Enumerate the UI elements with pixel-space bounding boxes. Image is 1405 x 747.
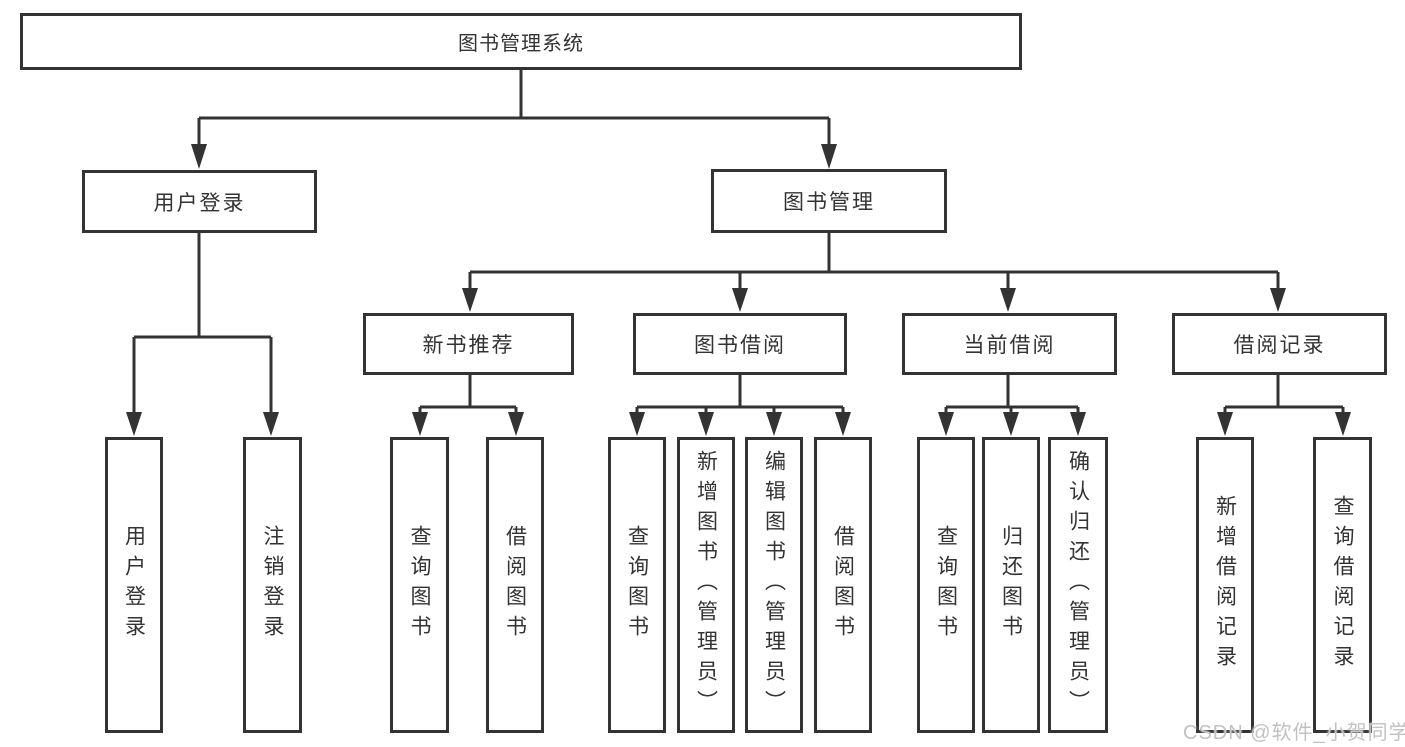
node-current-borrow: 当前借阅	[902, 313, 1117, 375]
node-borrow-records-label: 借阅记录	[1233, 334, 1326, 357]
node-root: 图书管理系统	[20, 13, 1022, 70]
leaf-return-books-label: 归还图书	[999, 525, 1023, 645]
node-current-borrow-label: 当前借阅	[963, 334, 1056, 357]
node-new-book-recommend: 新书推荐	[363, 313, 574, 375]
leaf-borrow-books-recommend-label: 借阅图书	[503, 525, 527, 645]
leaf-query-books-borrow-label: 查询图书	[625, 525, 649, 645]
watermark: CSDN @软件_小贺同学	[1183, 722, 1405, 744]
node-user-login: 用户登录	[82, 170, 317, 233]
leaf-query-books-recommend-label: 查询图书	[408, 525, 431, 645]
leaf-borrow-books-recommend: 借阅图书	[486, 437, 544, 733]
leaf-user-login-label: 用户登录	[122, 525, 146, 645]
node-borrow-records: 借阅记录	[1172, 313, 1387, 375]
leaf-confirm-return-admin: 确认归还（管理员）	[1048, 437, 1108, 733]
arrowheads	[126, 144, 1351, 436]
leaf-query-books-current-label: 查询图书	[934, 525, 958, 645]
node-new-book-recommend-label: 新书推荐	[422, 334, 515, 357]
leaf-query-books-recommend: 查询图书	[390, 437, 449, 733]
leaf-add-book-admin-label: 新增图书（管理员）	[694, 450, 718, 720]
leaf-logout-label: 注销登录	[261, 525, 284, 645]
leaf-query-books-borrow: 查询图书	[608, 437, 666, 733]
leaf-add-book-admin: 新增图书（管理员）	[677, 437, 735, 733]
leaf-edit-book-admin-label: 编辑图书（管理员）	[762, 450, 786, 720]
node-root-label: 图书管理系统	[458, 33, 584, 55]
leaf-add-borrow-record-label: 新增借阅记录	[1213, 495, 1237, 675]
leaf-query-borrow-record-label: 查询借阅记录	[1331, 495, 1354, 675]
node-user-login-label: 用户登录	[153, 191, 246, 215]
node-book-borrow-label: 图书借阅	[694, 334, 786, 357]
leaf-confirm-return-admin-label: 确认归还（管理员）	[1066, 450, 1090, 720]
node-book-management-label: 图书管理	[783, 191, 875, 214]
leaf-query-borrow-record: 查询借阅记录	[1313, 437, 1372, 733]
leaf-user-login: 用户登录	[105, 437, 163, 733]
leaf-add-borrow-record: 新增借阅记录	[1196, 437, 1254, 733]
leaf-return-books: 归还图书	[982, 437, 1040, 733]
leaf-query-books-current: 查询图书	[917, 437, 975, 733]
node-book-management: 图书管理	[711, 169, 947, 233]
leaf-edit-book-admin: 编辑图书（管理员）	[745, 437, 803, 733]
leaf-borrow-books: 借阅图书	[814, 437, 872, 733]
leaf-logout: 注销登录	[243, 437, 302, 733]
leaf-borrow-books-label: 借阅图书	[831, 525, 855, 645]
node-book-borrow: 图书借阅	[633, 313, 847, 375]
